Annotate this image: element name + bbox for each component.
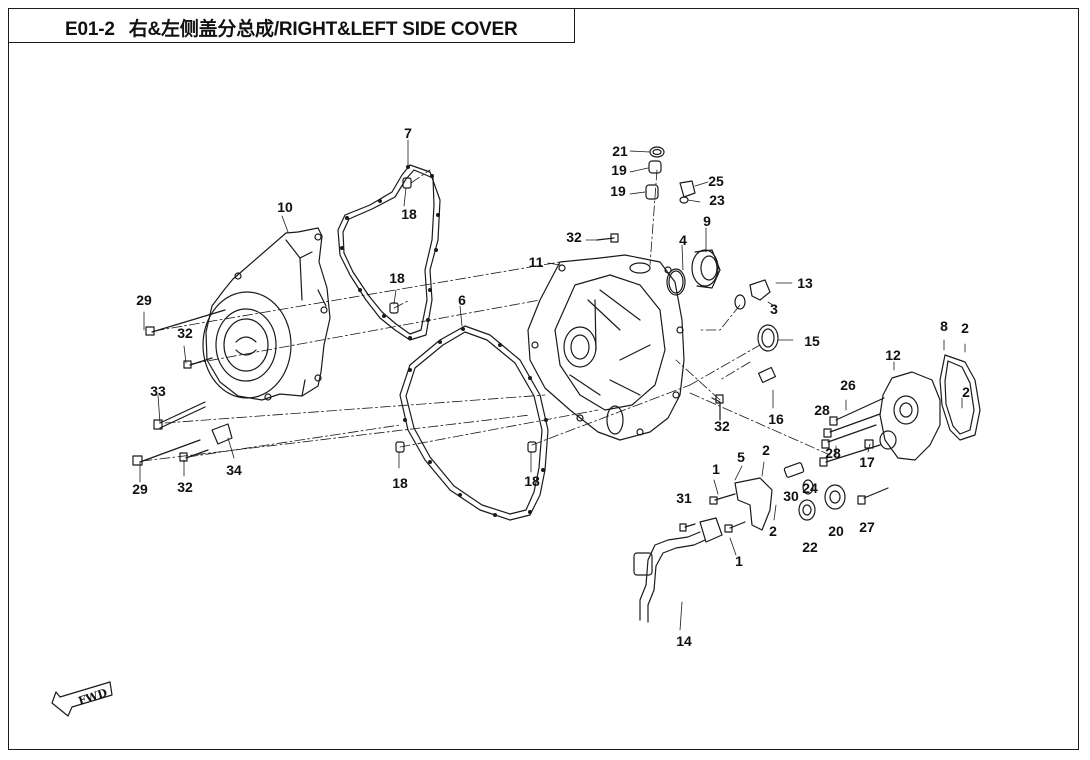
part-callout-32: 32 — [714, 418, 730, 434]
part-callout-18: 18 — [392, 475, 408, 491]
part-callout-1: 1 — [735, 553, 743, 569]
page-title: E01-2 右&左侧盖分总成/RIGHT&LEFT SIDE COVER — [65, 14, 518, 41]
part-callout-32: 32 — [177, 479, 193, 495]
part-callout-31: 31 — [676, 490, 692, 506]
title-box: E01-2 右&左侧盖分总成/RIGHT&LEFT SIDE COVER — [8, 8, 575, 43]
title-name: 右&左侧盖分总成/RIGHT&LEFT SIDE COVER — [128, 19, 518, 40]
part-callout-2: 2 — [961, 320, 969, 336]
part-callout-2: 2 — [962, 384, 970, 400]
diagram-frame — [8, 8, 1079, 750]
fwd-label: FWD — [77, 686, 110, 708]
part-callout-34: 34 — [226, 462, 242, 478]
part-callout-17: 17 — [859, 454, 875, 470]
part-callout-18: 18 — [401, 206, 417, 222]
part-callout-29: 29 — [136, 292, 152, 308]
part-callout-2: 2 — [762, 442, 770, 458]
part-callout-25: 25 — [708, 173, 724, 189]
part-callout-28: 28 — [825, 445, 841, 461]
part-callout-15: 15 — [804, 333, 820, 349]
part-callout-24: 24 — [802, 480, 818, 496]
part-callout-11: 11 — [529, 254, 544, 270]
part-callout-30: 30 — [783, 488, 799, 504]
part-callout-27: 27 — [859, 519, 875, 535]
part-callout-3: 3 — [770, 301, 778, 317]
part-callout-2: 2 — [769, 523, 777, 539]
part-callout-7: 7 — [404, 125, 412, 141]
part-callout-20: 20 — [828, 523, 844, 539]
part-callout-22: 22 — [802, 539, 818, 555]
right-cover-part — [527, 254, 685, 441]
part-callout-29: 29 — [132, 481, 148, 497]
part-callout-18: 18 — [524, 473, 540, 489]
part-callout-19: 19 — [610, 183, 626, 199]
part-callout-5: 5 — [737, 449, 745, 465]
part-callout-19: 19 — [611, 162, 627, 178]
part-callout-6: 6 — [458, 292, 466, 308]
part-callout-16: 16 — [768, 411, 784, 427]
gasket-7 — [337, 164, 441, 341]
part-callout-26: 26 — [840, 377, 856, 393]
part-callout-32: 32 — [177, 325, 193, 341]
left-cover-part — [202, 227, 331, 401]
title-code: E01-2 — [65, 19, 115, 40]
part-callout-32: 32 — [566, 229, 582, 245]
part-callout-9: 9 — [703, 213, 711, 229]
fwd-arrow-icon — [51, 681, 113, 717]
part-callout-12: 12 — [885, 347, 901, 363]
part-callout-8: 8 — [940, 318, 948, 334]
part-callout-28: 28 — [814, 402, 830, 418]
part-callout-23: 23 — [709, 192, 725, 208]
part-callout-13: 13 — [797, 275, 813, 291]
part-callout-14: 14 — [676, 633, 692, 649]
part-callout-21: 21 — [612, 143, 628, 159]
part-callout-1: 1 — [712, 461, 720, 477]
part-callout-4: 4 — [679, 232, 687, 248]
part-callout-18: 18 — [389, 270, 405, 286]
part-callout-10: 10 — [277, 199, 293, 215]
part-callout-33: 33 — [150, 383, 166, 399]
